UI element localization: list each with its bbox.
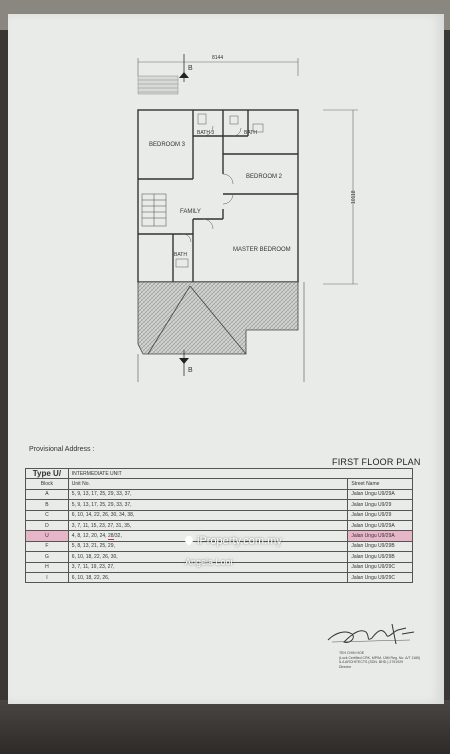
floor-plan-sheet: 8144 10118 B <box>8 14 444 704</box>
floor-plan-drawing: 8144 10118 B <box>137 54 358 382</box>
table-row: I 6, 10, 18, 22, 26, Jalan Ungu U9/29C <box>25 571 413 584</box>
svg-text:B: B <box>188 65 193 72</box>
plan-boundary <box>137 282 305 382</box>
depth-dimension-label: 10118 <box>351 190 357 204</box>
section-marker-bottom: B <box>179 350 193 376</box>
provisional-address-label: Provisional Address : <box>29 446 95 453</box>
room-label-bath: BATH <box>244 130 257 136</box>
room-label-master-bedroom: MASTER BEDROOM <box>233 247 291 253</box>
unit-table: Type U/ INTERMEDIATE UNIT Block Unit No.… <box>25 467 414 584</box>
section-marker-top: B <box>179 54 193 82</box>
table-type-row: Type U/ INTERMEDIATE UNIT <box>25 467 414 480</box>
staircase <box>141 193 167 227</box>
location-pin-icon <box>183 534 195 546</box>
walls <box>137 109 299 283</box>
marked-unit: 28 <box>107 533 114 541</box>
roof-hatch <box>137 281 299 355</box>
table-header-row: Block Unit No. Street Name <box>25 478 413 490</box>
signature-image <box>327 623 415 645</box>
header-street: Street Name <box>347 478 413 490</box>
room-label-bedroom-3: BEDROOM 3 <box>149 142 186 148</box>
table-row: C 6, 10, 14, 22, 26, 30, 34, 38, Jalan U… <box>25 509 413 521</box>
depth-dimension <box>323 109 358 285</box>
table-surface-bottom <box>0 700 450 754</box>
room-label-bath-3: BATH 3 <box>197 130 214 136</box>
type-label: Type U/ <box>25 467 69 480</box>
room-label-bedroom-2: BEDROOM 2 <box>246 174 283 180</box>
type-description: INTERMEDIATE UNIT <box>67 467 414 480</box>
header-block: Block <box>25 478 69 490</box>
table-row: D 3, 7, 11, 15, 23, 27, 31, 35, Jalan Un… <box>25 519 413 532</box>
width-dimension-label: 8144 <box>212 55 223 61</box>
watermark-site: iProperty.com.my <box>183 534 282 547</box>
floor-plan-title: FIRST FLOOR PLAN <box>332 457 421 467</box>
svg-text:B: B <box>188 367 193 374</box>
width-dimension <box>137 58 299 76</box>
table-row: A 5, 9, 13, 17, 25, 29, 33, 37, Jalan Un… <box>25 488 413 501</box>
door-swings <box>182 125 242 243</box>
room-label-family: FAMILY <box>180 209 201 215</box>
watermark-agent: Angela Looi <box>185 557 233 567</box>
signature-block: TEH CHIN HOE (Lock Certified CRK, MPIM, … <box>339 651 421 669</box>
room-label-bath-lower: BATH <box>174 252 187 258</box>
table-row: B 5, 9, 13, 17, 25, 29, 33, 37, Jalan Un… <box>25 499 413 511</box>
header-unit: Unit No. <box>67 478 349 490</box>
balcony-hatch <box>137 75 179 95</box>
bathroom-fixtures <box>175 113 264 268</box>
